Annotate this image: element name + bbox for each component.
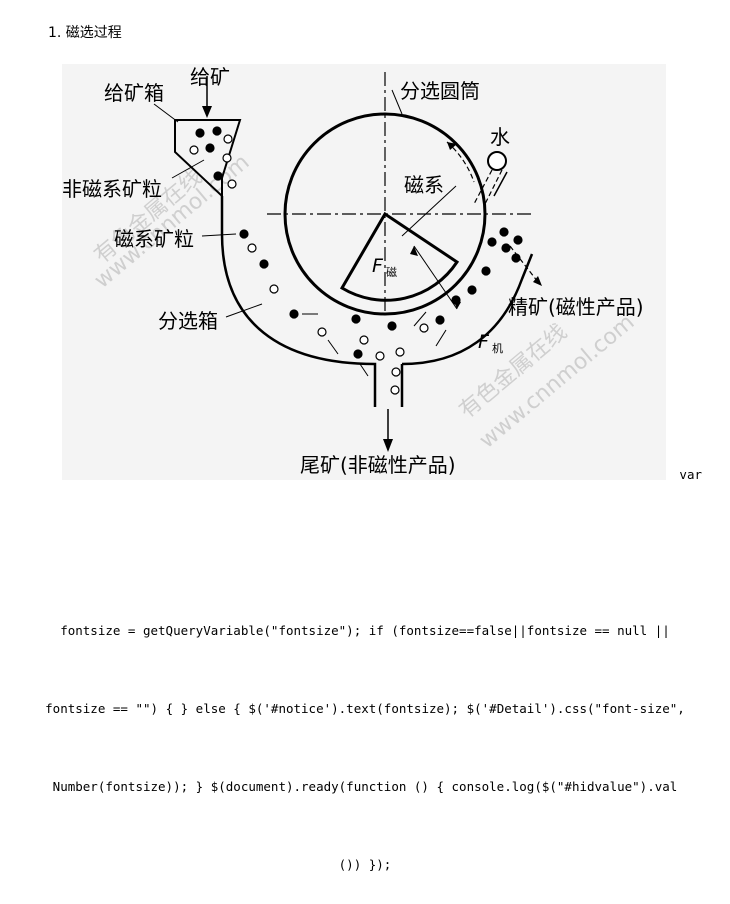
label-non-magnetic-grains: 非磁系矿粒: [62, 177, 162, 201]
particles: [189, 126, 523, 395]
separation-box-right: [401, 253, 534, 366]
code-line: fontsize == "") { } else { $('#notice').…: [45, 701, 685, 716]
code-line: var: [679, 467, 702, 482]
label-feed: 给矿: [190, 65, 230, 89]
label-magnetic-force: F: [372, 255, 384, 277]
water-nozzle: [487, 151, 507, 171]
magnetic-separation-diagram: 有色金属在线 www.cnnmol.com 有色金属在线 www.cnnmol.…: [62, 64, 666, 480]
label-mechanical-force-sub: 机: [492, 341, 503, 355]
label-tailings: 尾矿(非磁性产品): [300, 453, 456, 477]
code-snippet: var fontsize = getQueryVariable("fontsiz…: [0, 462, 730, 904]
code-line: fontsize = getQueryVariable("fontsize");…: [60, 623, 670, 638]
separation-box-outer: [220, 196, 377, 407]
label-separation-box: 分选箱: [158, 309, 218, 333]
mechanical-force-arrow: [413, 245, 458, 310]
magnet-leader-line: [401, 185, 457, 237]
label-water: 水: [490, 125, 510, 149]
label-magnetic-grains: 磁系矿粒: [114, 227, 194, 251]
drum-center-lines: [267, 72, 532, 314]
label-feed-box: 给矿箱: [104, 81, 164, 105]
particle-motion-arrows: [302, 311, 447, 377]
label-leader-lines: [153, 89, 403, 318]
section-heading: 1. 磁选过程: [48, 25, 122, 41]
label-magnetic-force-sub: 磁: [386, 266, 397, 279]
label-concentrate: 精矿(磁性产品): [508, 295, 644, 319]
label-magnet-system: 磁系: [404, 173, 444, 197]
label-mechanical-force: F: [478, 331, 490, 353]
code-line: ()) });: [338, 857, 392, 872]
figure-background: [62, 64, 666, 480]
magnet-sector: [339, 211, 460, 302]
code-line: Number(fontsize)); } $(document).ready(f…: [52, 779, 678, 794]
feed-box: [174, 119, 242, 199]
drum-circle: [283, 112, 487, 316]
label-drum: 分选圆筒: [400, 79, 480, 103]
